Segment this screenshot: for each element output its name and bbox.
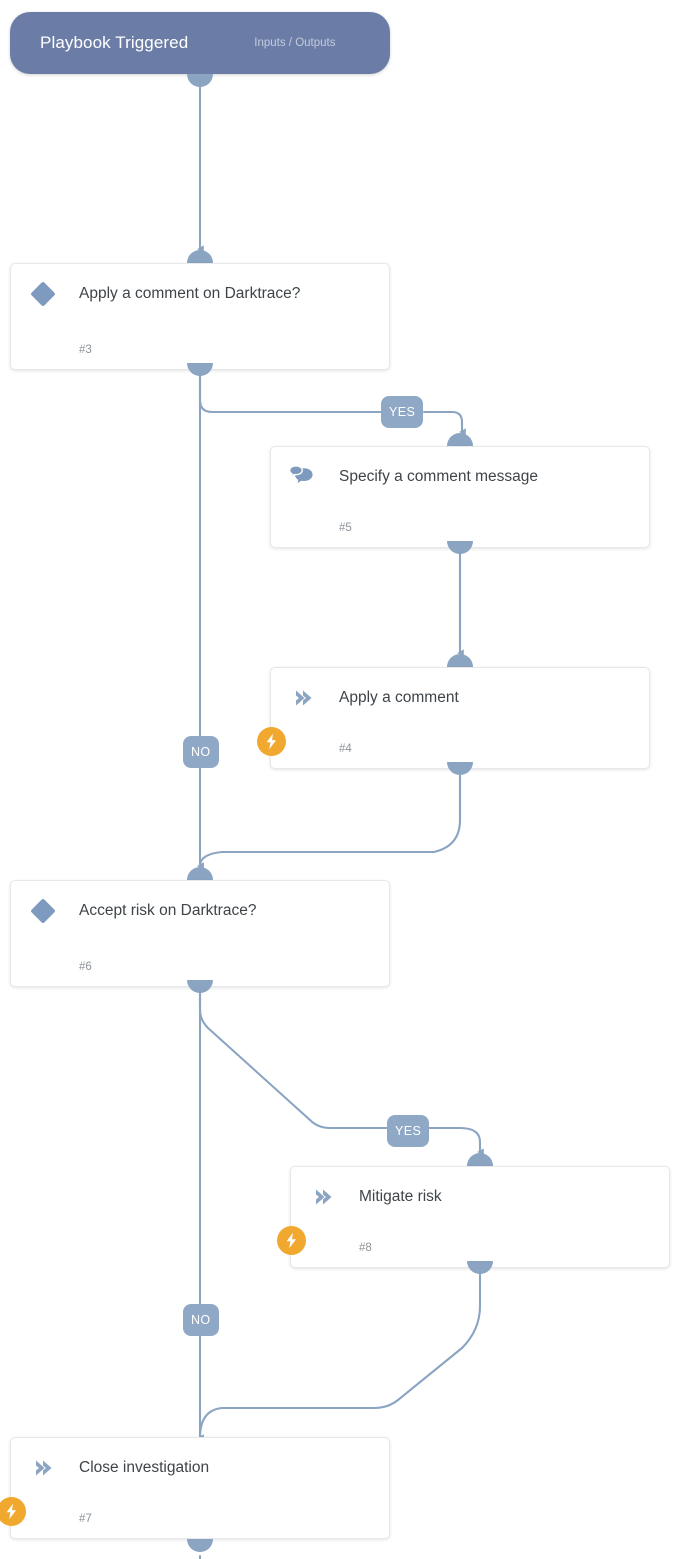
node-id: #4 bbox=[339, 743, 352, 755]
node-specify-comment-message[interactable]: Specify a comment message #5 bbox=[270, 446, 650, 548]
wire-4-to-6 bbox=[197, 770, 462, 870]
wire-8-to-7 bbox=[197, 1270, 482, 1442]
port-in-node-3 bbox=[187, 250, 213, 263]
port-out-node-7 bbox=[187, 1539, 213, 1552]
node-title: Apply a comment on Darktrace? bbox=[79, 285, 301, 302]
diamond-icon bbox=[30, 281, 56, 307]
node-id: #5 bbox=[339, 522, 352, 534]
node-title: Accept risk on Darktrace? bbox=[79, 902, 257, 919]
node-id: #3 bbox=[79, 344, 92, 356]
playbook-trigger-node[interactable]: Playbook Triggered Inputs / Outputs bbox=[10, 12, 390, 74]
node-id: #6 bbox=[79, 961, 92, 973]
automation-bolt-badge bbox=[277, 1226, 306, 1255]
wire-6-yes-to-8 bbox=[198, 990, 480, 1152]
trigger-inputs-outputs-label[interactable]: Inputs / Outputs bbox=[254, 37, 336, 49]
chevron-right-icon bbox=[296, 690, 312, 706]
diamond-icon bbox=[30, 898, 56, 924]
port-in-node-8 bbox=[467, 1153, 493, 1166]
port-in-node-4 bbox=[447, 654, 473, 667]
branch-label-no-1[interactable]: NO bbox=[183, 736, 219, 768]
node-accept-risk-condition[interactable]: Accept risk on Darktrace? #6 bbox=[10, 880, 390, 987]
port-out-trigger bbox=[187, 74, 213, 87]
node-title: Specify a comment message bbox=[339, 468, 539, 485]
node-id: #7 bbox=[79, 1513, 92, 1525]
branch-label-text: NO bbox=[191, 1313, 211, 1327]
branch-label-text: YES bbox=[395, 1124, 422, 1138]
branch-label-no-2[interactable]: NO bbox=[183, 1304, 219, 1336]
branch-label-text: YES bbox=[389, 405, 416, 419]
chevron-right-icon bbox=[36, 1460, 52, 1476]
lightning-bolt-icon bbox=[266, 733, 277, 750]
chevron-right-icon bbox=[316, 1189, 332, 1205]
branch-label-yes-2[interactable]: YES bbox=[387, 1115, 430, 1147]
lightning-bolt-icon bbox=[286, 1232, 297, 1249]
lightning-bolt-icon bbox=[6, 1503, 17, 1520]
node-mitigate-risk-action[interactable]: Mitigate risk #8 bbox=[277, 1166, 670, 1268]
automation-bolt-badge bbox=[257, 727, 286, 756]
node-id: #8 bbox=[359, 1242, 372, 1254]
node-title: Close investigation bbox=[79, 1459, 210, 1476]
playbook-trigger-title: Playbook Triggered bbox=[40, 33, 189, 52]
node-apply-comment-condition[interactable]: Apply a comment on Darktrace? #3 bbox=[10, 263, 390, 370]
node-apply-comment-action[interactable]: Apply a comment #4 bbox=[257, 667, 650, 769]
automation-bolt-badge bbox=[0, 1497, 26, 1526]
node-title: Apply a comment bbox=[339, 689, 459, 706]
port-in-node-5 bbox=[447, 433, 473, 446]
port-in-node-6 bbox=[187, 867, 213, 880]
branch-label-text: NO bbox=[191, 745, 211, 759]
node-close-investigation-action[interactable]: Close investigation #7 bbox=[0, 1437, 390, 1539]
node-title: Mitigate risk bbox=[359, 1188, 442, 1205]
speech-bubbles-icon bbox=[289, 465, 313, 483]
branch-label-yes-1[interactable]: YES bbox=[381, 396, 424, 428]
